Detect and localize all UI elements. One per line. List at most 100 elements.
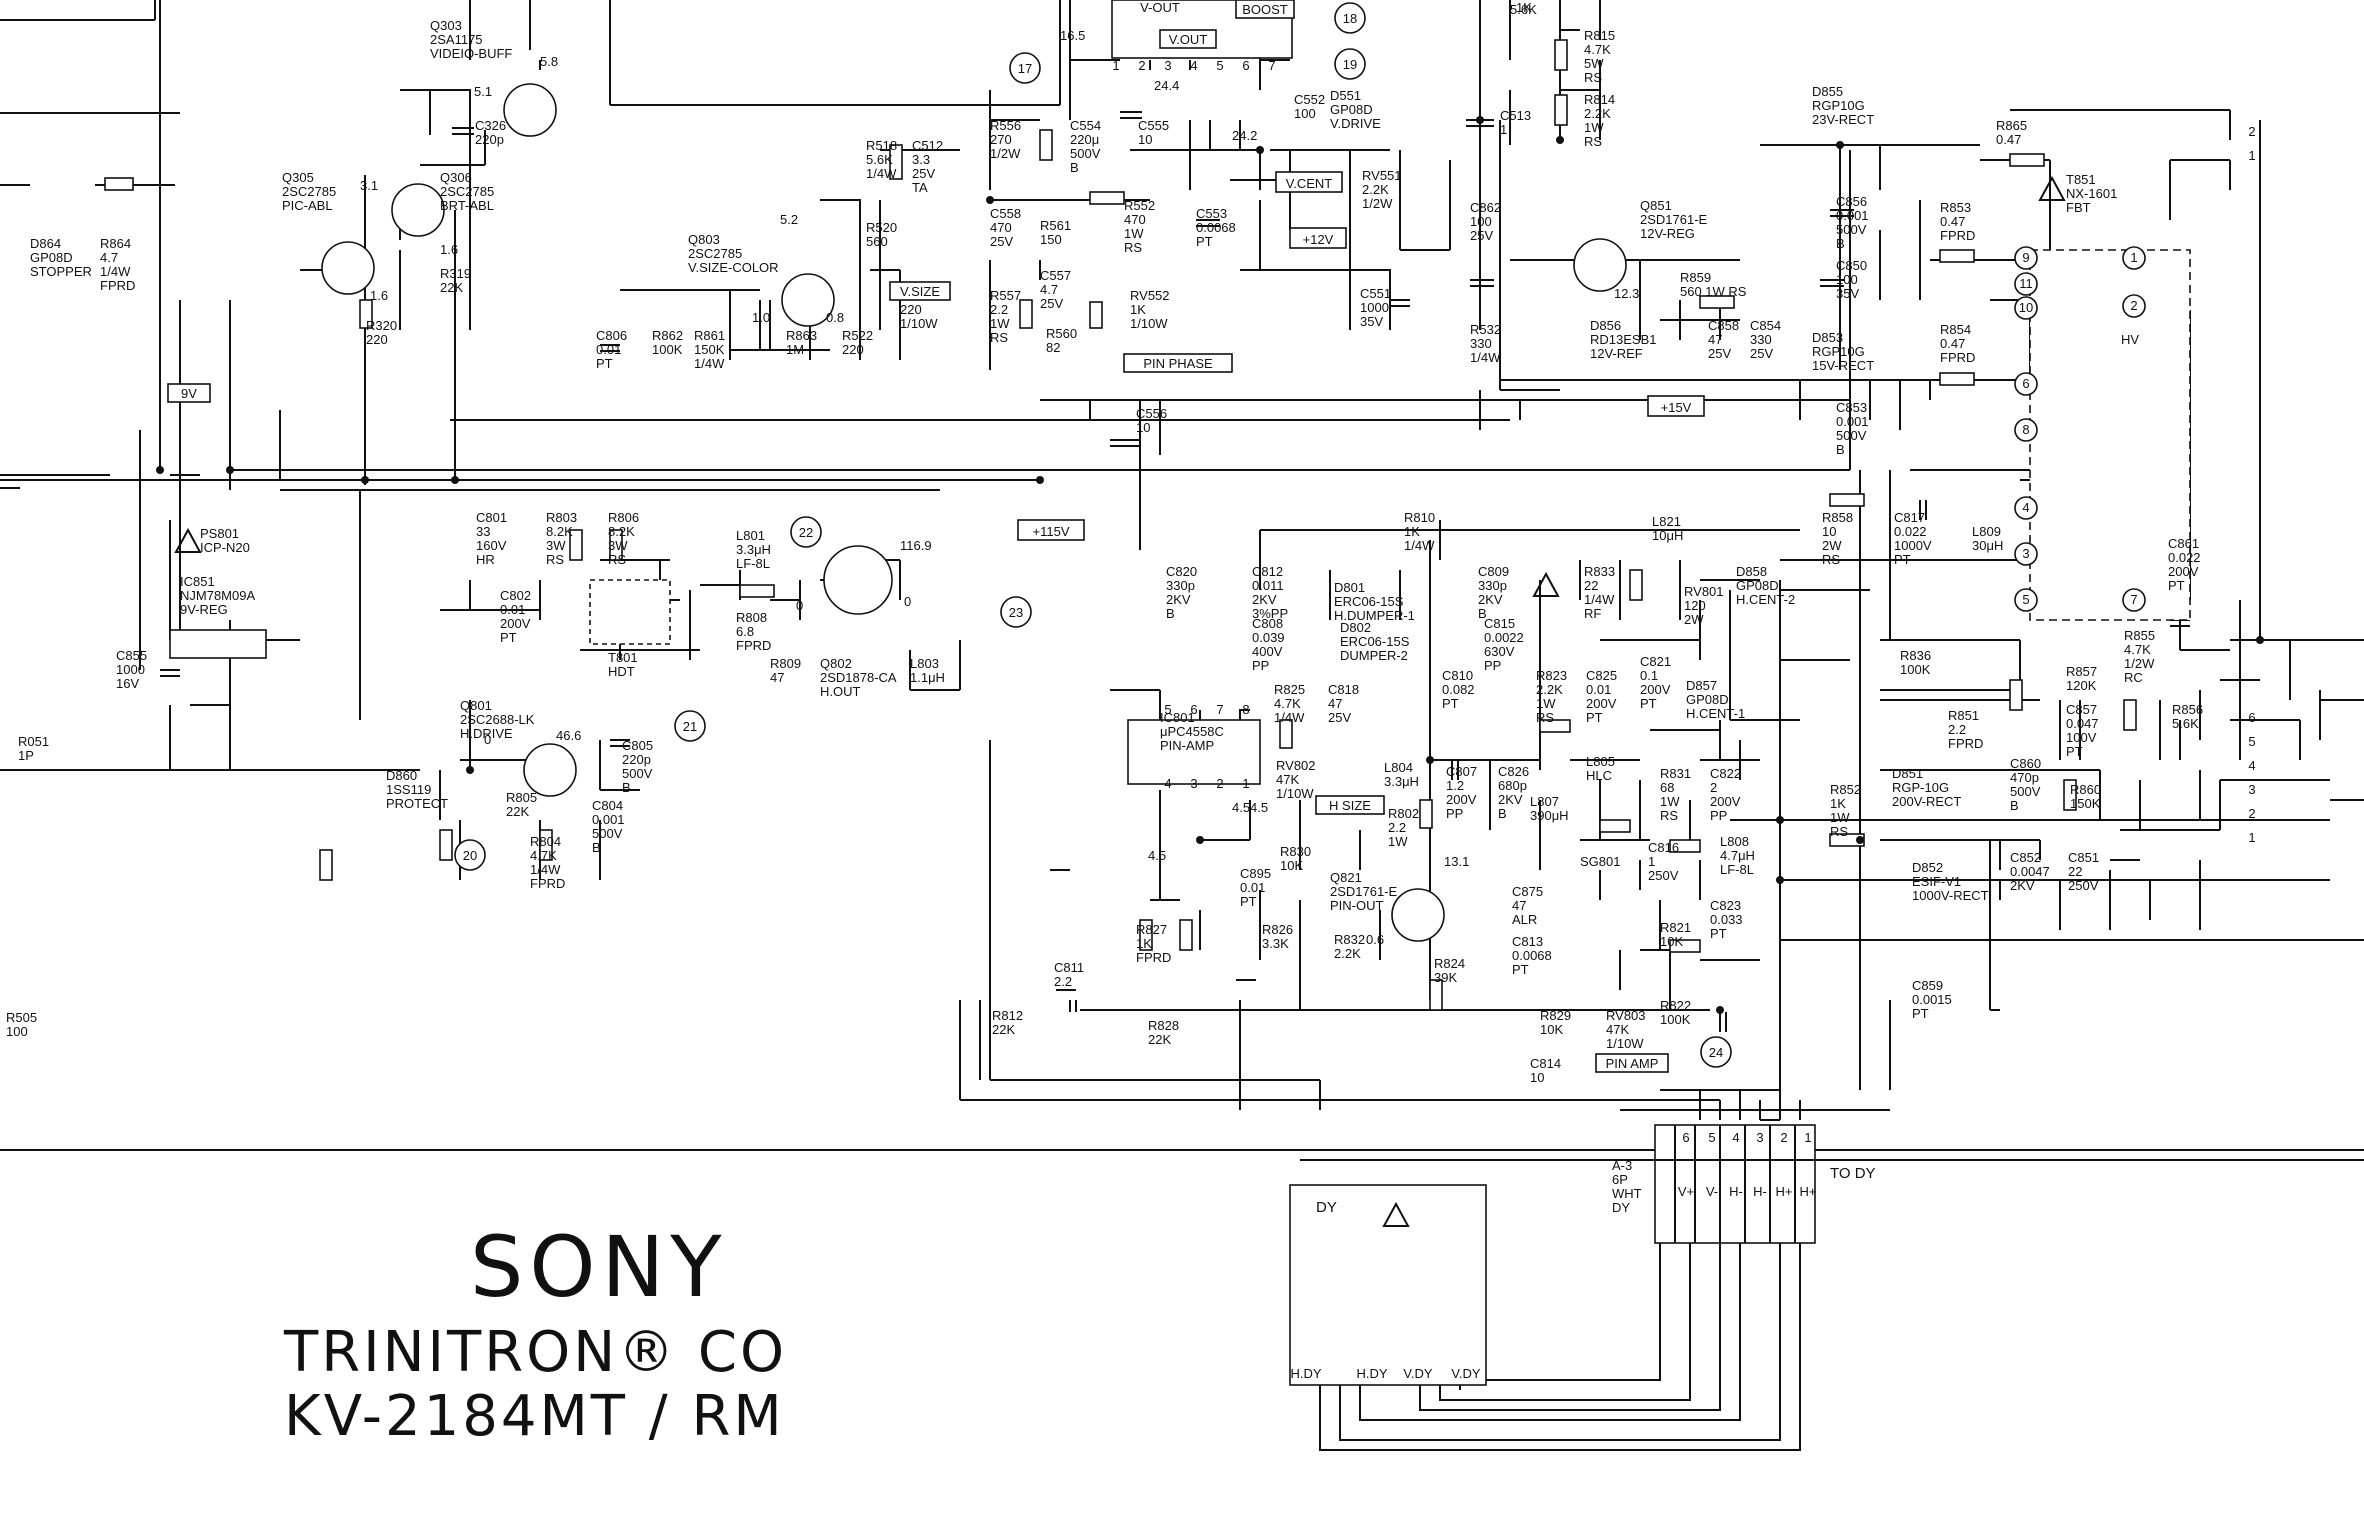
- component-ref-r552: R552: [1124, 198, 1155, 213]
- warning-icons: [174, 175, 2066, 1227]
- fbt-pin-marker: [2014, 542, 2038, 566]
- component-value-rv801: 120: [1684, 598, 1706, 613]
- component-value-rv802: 47K: [1276, 772, 1299, 787]
- component-value-c862: 100: [1470, 214, 1492, 229]
- connector-signal: H-: [1753, 1184, 1767, 1199]
- component-value-c895: 0.01: [1240, 880, 1265, 895]
- component-ref-r822: R822: [1660, 998, 1691, 1013]
- component-value-q821: 2SD1761-E: [1330, 884, 1398, 899]
- component-value-c861: PT: [2168, 578, 2185, 593]
- component-value-r853: FPRD: [1940, 228, 1975, 243]
- vout-ic-pin: 7: [1268, 58, 1275, 73]
- component-value-a3: DY: [1612, 1200, 1630, 1215]
- component-value-r815: RS: [1584, 70, 1602, 85]
- component-ref-r828: R828: [1148, 1018, 1179, 1033]
- ic801-pin: 6: [1190, 702, 1197, 717]
- component-ref-r862: R862: [652, 328, 683, 343]
- vout-ic-pin: 1: [1112, 58, 1119, 73]
- component-value-d856: RD13ESB1: [1590, 332, 1656, 347]
- component-value-d855: 23V-RECT: [1812, 112, 1874, 127]
- component-value-d858: GP08D: [1736, 578, 1779, 593]
- component-value-r518: 5.6K: [866, 152, 893, 167]
- fbt-pin-number: 6: [2022, 376, 2029, 391]
- component-value-l801: LF-8L: [736, 556, 770, 571]
- component-ref-r804: R804: [530, 834, 561, 849]
- component-ref-rv801: RV801: [1684, 584, 1724, 599]
- component-ref-c853: C853: [1836, 400, 1867, 415]
- component-value-r823: RS: [1536, 710, 1554, 725]
- component-value-r864: FPRD: [100, 278, 135, 293]
- component-value-c859: PT: [1912, 1006, 1929, 1021]
- component-ref-c813: C813: [1512, 934, 1543, 949]
- component-value-r532: 1/4W: [1470, 350, 1501, 365]
- component-value-c552: 100: [1294, 106, 1316, 121]
- component-value-r552: RS: [1124, 240, 1142, 255]
- component-ref-r827: R827: [1136, 922, 1167, 937]
- component-ref-q802: Q802: [820, 656, 852, 671]
- component-value-c820: B: [1166, 606, 1175, 621]
- component-ref-r856: R856: [2172, 702, 2203, 717]
- component-ref-c825: C825: [1586, 668, 1617, 683]
- edge-connector-pin: 2: [2248, 806, 2255, 821]
- component-ref-r829: R829: [1540, 1008, 1571, 1023]
- component-value-r823: 2.2K: [1536, 682, 1563, 697]
- component-value-r836: 100K: [1900, 662, 1931, 677]
- component-value-r320: 220: [366, 332, 388, 347]
- component-value-rv803: 1/10W: [1606, 1036, 1644, 1051]
- component-ref-c855: C855: [116, 648, 147, 663]
- component-value-c809: 330p: [1478, 578, 1507, 593]
- component-value-c814: 10: [1530, 1070, 1544, 1085]
- component-ref-l804: L804: [1384, 760, 1413, 775]
- component-ref-c817: C817: [1894, 510, 1925, 525]
- component-value-r825: 4.7K: [1274, 696, 1301, 711]
- voltage-reading: 5.8: [540, 54, 558, 69]
- component-value-r828: 22K: [1148, 1032, 1171, 1047]
- component-value-d802: DUMPER-2: [1340, 648, 1408, 663]
- component-ref-q821: Q821: [1330, 870, 1362, 885]
- warning-icon: [1382, 1201, 1410, 1227]
- component-value-q801: 2SC2688-LK: [460, 712, 535, 727]
- component-ref-c804: C804: [592, 798, 623, 813]
- component-ref-r833: R833: [1584, 564, 1615, 579]
- component-value-c558: 25V: [990, 234, 1013, 249]
- component-ref-sg801: SG801: [1580, 854, 1620, 869]
- component-value-r803: 8.2K: [546, 524, 573, 539]
- component-value-r556: 1/2W: [990, 146, 1021, 161]
- component-value-q305: 2SC2785: [282, 184, 336, 199]
- voltage-reading: 4.5: [1148, 848, 1166, 863]
- component-ref-r855: R855: [2124, 628, 2155, 643]
- component-value-r803: RS: [546, 552, 564, 567]
- component-value-r522: 220: [842, 342, 864, 357]
- component-value-c802: PT: [500, 630, 517, 645]
- component-value-r802: 2.2: [1388, 820, 1406, 835]
- component-ref-r561: R561: [1040, 218, 1071, 233]
- component-value-d857: GP08D: [1686, 692, 1729, 707]
- vout-ic-pin: 6: [1242, 58, 1249, 73]
- component-value-r864: 1/4W: [100, 264, 131, 279]
- component-value-c815: 630V: [1484, 644, 1515, 659]
- test-point-number: 17: [1018, 61, 1032, 76]
- component-ref-c805: C805: [622, 738, 653, 753]
- component-value-c851: 22: [2068, 864, 2082, 879]
- connector-signal: H-: [1729, 1184, 1743, 1199]
- component-value-c811: 2.2: [1054, 974, 1072, 989]
- component-value-r825: 1/4W: [1274, 710, 1305, 725]
- component-value-c801: 33: [476, 524, 490, 539]
- component-value-c822: PP: [1710, 808, 1727, 823]
- component-ref-r821: R821: [1660, 920, 1691, 935]
- component-value-r857: 120K: [2066, 678, 2097, 693]
- voltage-reading: 0: [796, 598, 803, 613]
- component-ref-c551: C551: [1360, 286, 1391, 301]
- component-value-c861: 0.022: [2168, 550, 2201, 565]
- fbt-pin-number: 2: [2130, 298, 2137, 313]
- component-value-r858: RS: [1822, 552, 1840, 567]
- component-ref-d851: D851: [1892, 766, 1923, 781]
- component-value-c820: 330p: [1166, 578, 1195, 593]
- component-value-l803: 1.1μH: [910, 670, 945, 685]
- component-value-c852: 2KV: [2010, 878, 2035, 893]
- ic801-pin: 2: [1216, 776, 1223, 791]
- component-value-rv503: 1/10W: [900, 316, 938, 331]
- component-value-c812: 0.011: [1252, 578, 1284, 593]
